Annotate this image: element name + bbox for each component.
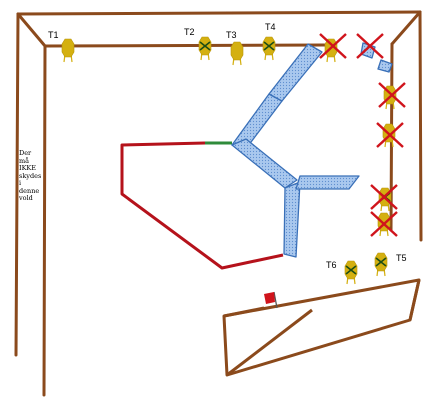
note-line: denne	[19, 186, 40, 195]
target-t6	[345, 261, 357, 284]
outer-wall	[14, 10, 423, 397]
target-icon	[230, 41, 244, 66]
target-t4	[263, 37, 275, 60]
target-icon	[61, 38, 75, 63]
label-t2: T2	[184, 27, 195, 37]
barriers	[231, 42, 393, 258]
crossed-target-icon	[375, 253, 387, 276]
label-t6: T6	[326, 260, 337, 270]
target-t2	[199, 37, 211, 60]
no-shooting-note: Der må IKKE skydes i denne vold	[19, 149, 43, 203]
fence-line	[120, 141, 284, 270]
flag-icon	[264, 291, 278, 309]
bunker	[222, 278, 421, 377]
crossed-target-icon	[263, 37, 275, 60]
target-t3	[230, 41, 244, 66]
label-t3: T3	[226, 30, 237, 40]
note-line: må	[19, 156, 30, 165]
target-t1	[61, 38, 75, 63]
crossed-target-icon	[199, 37, 211, 60]
target-t5	[375, 253, 387, 276]
note-line: skydes	[19, 171, 42, 180]
label-t4: T4	[265, 22, 276, 32]
note-line: i	[19, 179, 22, 187]
note-line: Der	[19, 149, 32, 157]
note-line: vold	[19, 194, 33, 202]
note-line: IKKE	[19, 164, 37, 172]
label-t1: T1	[48, 30, 59, 40]
label-t5: T5	[396, 253, 407, 263]
crossed-target-icon	[345, 261, 357, 284]
